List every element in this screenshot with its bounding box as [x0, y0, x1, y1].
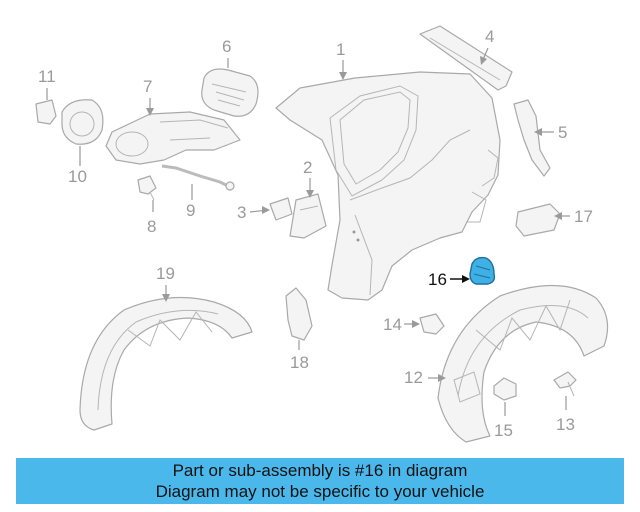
callout-2: 2: [303, 158, 314, 198]
callout-13: 13: [556, 396, 575, 434]
callout-14: 14: [383, 315, 420, 334]
svg-text:2: 2: [303, 158, 312, 177]
svg-text:7: 7: [143, 77, 152, 96]
callout-5: 5: [534, 123, 567, 142]
part-17-reflector: [515, 203, 561, 237]
callout-12: 12: [404, 368, 446, 387]
callout-18: 18: [290, 340, 309, 372]
part-15-grommet: [493, 377, 517, 401]
svg-text:5: 5: [558, 123, 567, 142]
callout-6: 6: [222, 37, 231, 68]
svg-text:19: 19: [156, 264, 175, 283]
svg-text:15: 15: [494, 421, 513, 440]
callout-17: 17: [554, 207, 593, 226]
caption-line-part: Part or sub-assembly is #16 in diagram: [172, 461, 468, 480]
svg-text:8: 8: [147, 217, 156, 236]
part-18-flap: [285, 287, 313, 341]
part-16-clip-highlighted[interactable]: [469, 256, 496, 285]
part-12-rear-liner: [437, 284, 609, 443]
callout-16: 16: [428, 270, 470, 289]
caption-line-disclaimer: Diagram may not be specific to your vehi…: [155, 482, 485, 501]
svg-text:17: 17: [574, 207, 593, 226]
svg-text:13: 13: [556, 415, 575, 434]
part-14-nut: [419, 313, 445, 335]
callout-9: 9: [186, 184, 195, 220]
part-7-fuel-housing: [105, 111, 241, 165]
svg-text:3: 3: [237, 203, 246, 222]
part-3-clip: [269, 197, 293, 221]
callout-4: 4: [480, 27, 494, 65]
svg-text:1: 1: [336, 40, 345, 59]
part-1-quarter-panel: [275, 71, 501, 301]
svg-text:9: 9: [186, 201, 195, 220]
callout-8: 8: [147, 200, 156, 236]
part-9-rod: [161, 164, 235, 191]
callout-1: 1: [336, 40, 347, 80]
svg-text:18: 18: [290, 353, 309, 372]
svg-text:10: 10: [68, 167, 87, 186]
part-2-trim: [289, 193, 327, 239]
part-5-bracket: [513, 99, 551, 177]
part-8-bolt: [137, 175, 157, 201]
part-10-fuel-cap: [61, 99, 104, 145]
caption-bar: Part or sub-assembly is #16 in diagram D…: [16, 458, 624, 504]
callout-7: 7: [143, 77, 154, 116]
svg-text:14: 14: [383, 315, 402, 334]
svg-text:12: 12: [404, 368, 423, 387]
part-13-screw: [553, 371, 577, 397]
svg-text:6: 6: [222, 37, 231, 56]
callout-10: 10: [68, 146, 87, 186]
callout-11: 11: [38, 67, 56, 100]
part-6-fuel-door: [201, 68, 259, 117]
svg-text:11: 11: [38, 67, 56, 86]
callout-3: 3: [237, 203, 270, 222]
part-11-actuator: [35, 99, 57, 125]
part-19-front-liner: [79, 296, 253, 431]
part-4-strip: [419, 25, 513, 91]
callout-19: 19: [156, 264, 175, 302]
svg-text:16: 16: [428, 270, 447, 289]
callout-15: 15: [494, 402, 513, 440]
svg-text:4: 4: [485, 27, 494, 46]
